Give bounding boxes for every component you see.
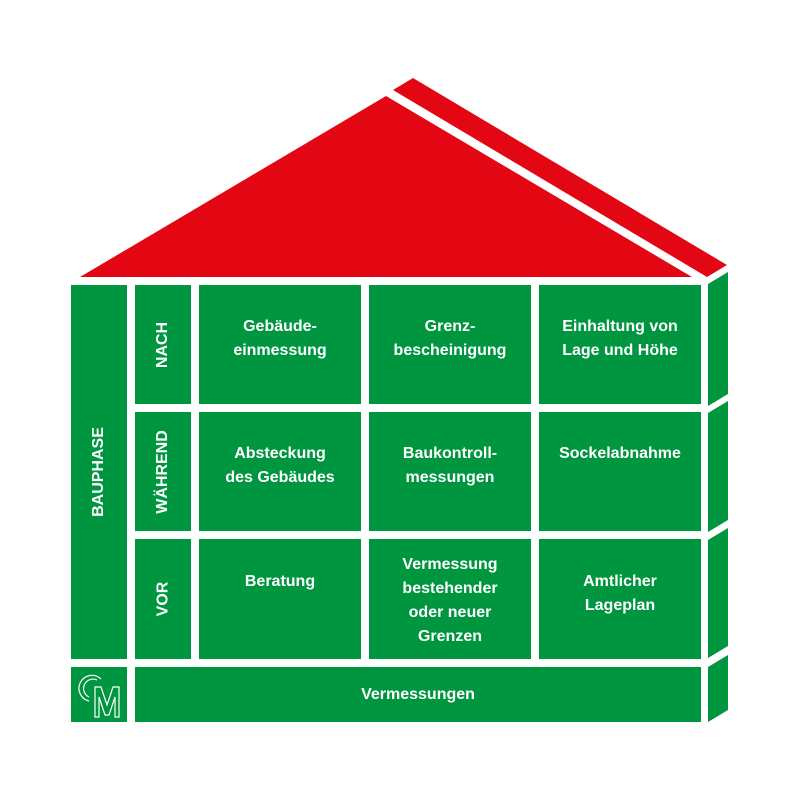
side-wall-3 — [708, 528, 728, 658]
row-label-waehrend: WÄHREND — [135, 412, 191, 531]
cell-beratung: Beratung — [199, 539, 361, 659]
row-label-text: VOR — [153, 581, 171, 617]
row-label-nach: NACH — [135, 285, 191, 404]
roof-side — [393, 78, 727, 277]
om-logo-icon — [78, 674, 120, 718]
cell-lageplan: Amtlicher Lageplan — [539, 539, 701, 659]
logo-box — [71, 667, 127, 722]
roof-front — [80, 96, 692, 277]
cell-grenzvermessung: Vermessung bestehender oder neuer Grenze… — [369, 539, 531, 659]
row-label-vor: VOR — [135, 539, 191, 659]
foundation-vermessungen: Vermessungen — [135, 667, 701, 722]
bauphase-label: BAUPHASE — [71, 285, 127, 659]
row-label-text: WÄHREND — [154, 429, 172, 514]
cell-gebaeudeeinmessung: Gebäude- einmessung — [199, 285, 361, 404]
cell-grenzbescheinigung: Grenz- bescheinigung — [369, 285, 531, 404]
side-wall-1 — [708, 272, 728, 406]
row-label-text: NACH — [154, 321, 171, 368]
bauphase-text: BAUPHASE — [90, 427, 108, 517]
cell-absteckung: Absteckung des Gebäudes — [199, 412, 361, 531]
side-wall-4 — [708, 655, 728, 722]
cell-baukontrollmessungen: Baukontroll- messungen — [369, 412, 531, 531]
side-wall-2 — [708, 401, 728, 532]
cell-sockelabnahme: Sockelabnahme — [539, 412, 701, 531]
cell-einhaltung: Einhaltung von Lage und Höhe — [539, 285, 701, 404]
